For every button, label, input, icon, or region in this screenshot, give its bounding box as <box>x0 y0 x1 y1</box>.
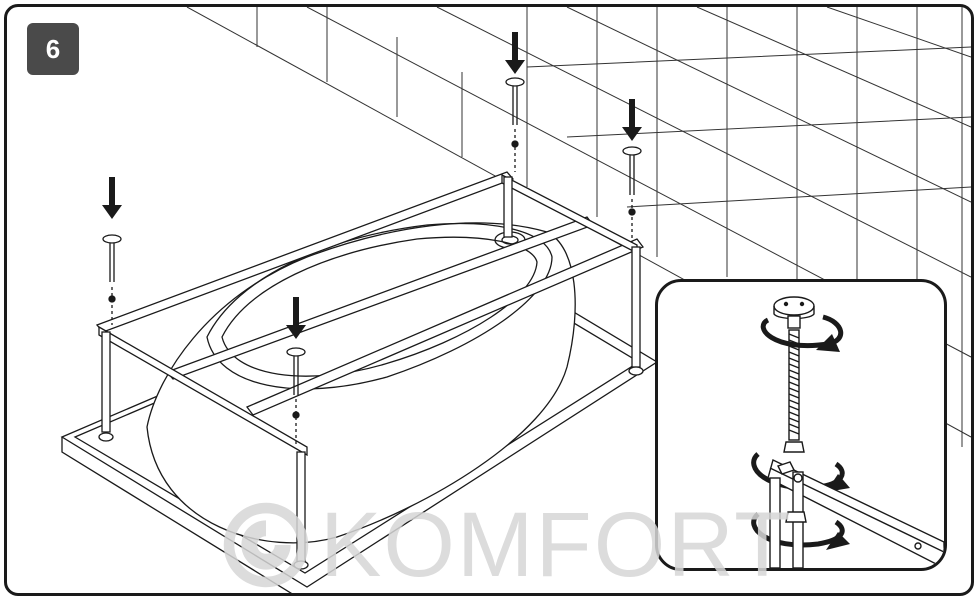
komfort-watermark: KOMFORT <box>222 485 793 596</box>
foot-bolt-3 <box>505 77 525 172</box>
instruction-frame: 6 <box>4 4 974 596</box>
down-arrow-icon <box>102 32 642 339</box>
watermark-text: KOMFORT <box>320 493 793 596</box>
frame-rails <box>95 171 645 457</box>
detail-inset <box>655 279 947 571</box>
komfort-logo <box>223 502 309 588</box>
frame-legs <box>98 176 644 570</box>
foot-bolt-4 <box>622 146 642 242</box>
step-number-badge: 6 <box>27 23 79 75</box>
detail-illustration <box>751 296 944 568</box>
assembly-scene <box>60 7 971 593</box>
foot-bolt-2 <box>286 347 306 447</box>
foot-bolt-1 <box>102 234 122 325</box>
